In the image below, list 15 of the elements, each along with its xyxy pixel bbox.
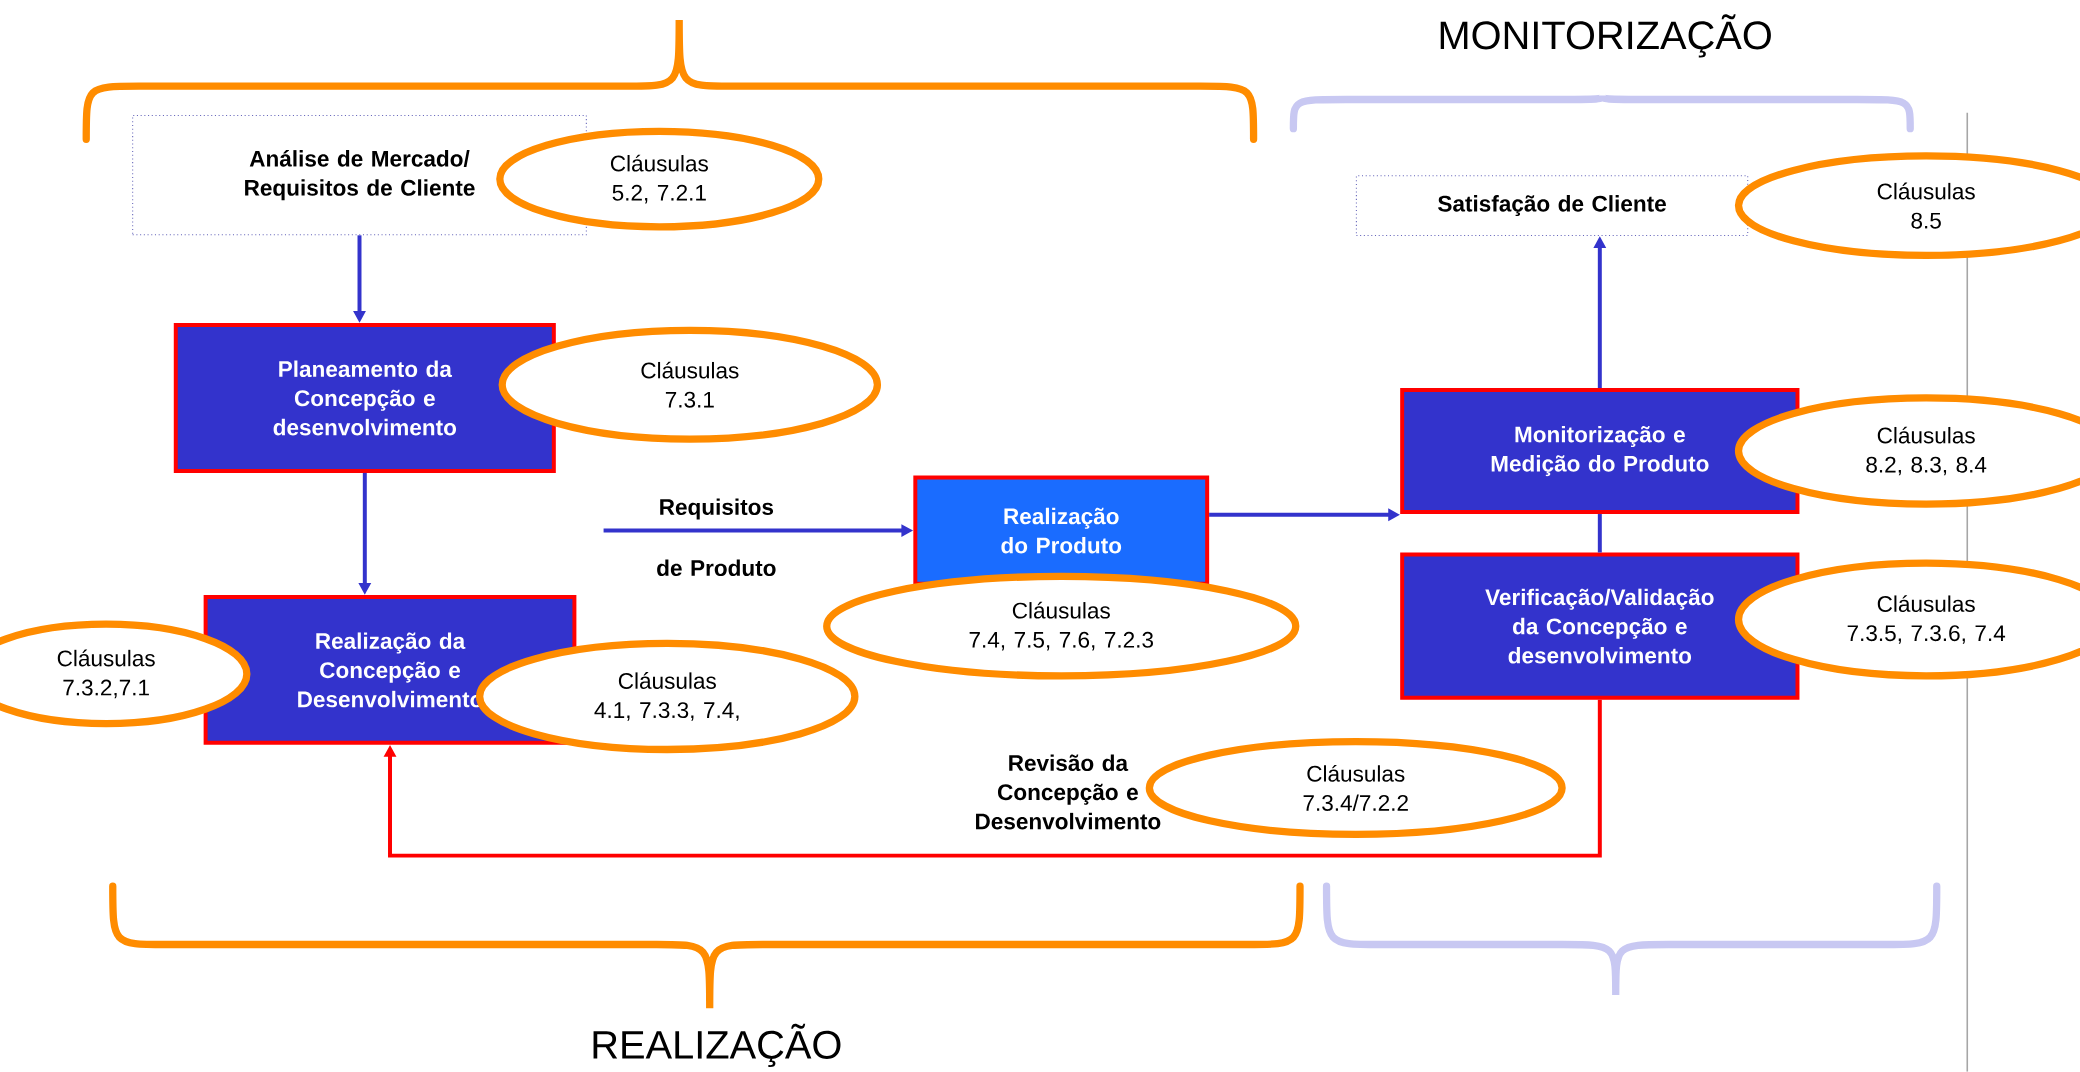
node-label: Cláusulas	[1877, 182, 1975, 200]
process-box: Verificação/Validação da Concepção e desenvolvimento	[1400, 552, 1800, 700]
node-label: 8.2, 8.3, 8.4	[1866, 456, 1987, 476]
arrow	[383, 699, 1602, 858]
node-label: 7.3.5, 7.3.6, 7.4	[1847, 625, 2006, 644]
edge-label: Requisitos de Produto	[657, 498, 776, 577]
process-box: Satisfação de Cliente	[1355, 175, 1749, 237]
process-box: Realização do Produto	[913, 475, 1210, 586]
process-box: Planeamento da Concepção e desenvolvimento	[173, 323, 556, 473]
section-title: REALIZAÇÃO	[593, 1023, 841, 1068]
node-label: Cláusulas	[1877, 595, 1975, 613]
node-label: Cláusulas	[1877, 426, 1975, 444]
node-label: 8.5	[1911, 212, 1941, 229]
section-title: MONITORIZAÇÃO	[1440, 14, 1771, 58]
process-box: Monitorização e Medição do Produto	[1400, 388, 1800, 515]
